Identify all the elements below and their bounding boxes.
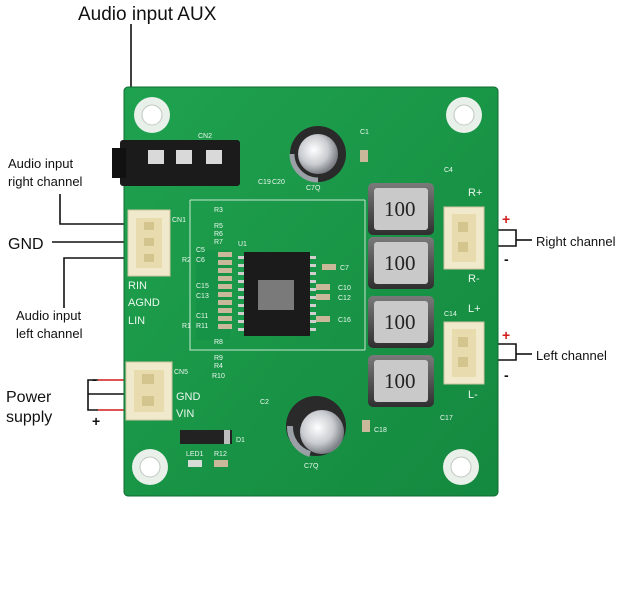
silk-r5: R5 bbox=[214, 223, 223, 230]
silk-c11: C11 bbox=[196, 313, 208, 320]
silk-l-minus: L- bbox=[468, 389, 478, 401]
silk-r-plus: R+ bbox=[468, 187, 482, 199]
mounting-hole-bottom-right bbox=[443, 449, 479, 485]
callout-gnd: GND bbox=[8, 236, 44, 253]
inductor-1-value: 100 bbox=[384, 197, 416, 221]
callout-right-input-line2: right channel bbox=[8, 174, 83, 189]
inductor-2-value: 100 bbox=[384, 251, 416, 275]
silk-agnd: AGND bbox=[128, 297, 160, 309]
led-led1 bbox=[188, 460, 202, 467]
silk-c5: C5 bbox=[196, 247, 205, 254]
callout-right-input-line1: Audio input bbox=[8, 156, 73, 171]
inductor-3-value: 100 bbox=[384, 310, 416, 334]
silk-c20: C20 bbox=[272, 179, 285, 186]
left-plus-sign: + bbox=[502, 327, 510, 343]
chip-u1 bbox=[238, 252, 316, 336]
inductor-3: 100 bbox=[368, 296, 434, 348]
connector-right-speaker bbox=[443, 206, 485, 270]
silk-r6: R6 bbox=[214, 231, 223, 238]
callout-aux: Audio input AUX bbox=[78, 4, 217, 25]
silk-c7: C7 bbox=[340, 265, 349, 272]
silk-r12: R12 bbox=[214, 451, 227, 458]
silk-d1: D1 bbox=[236, 437, 245, 444]
silk-c16: C16 bbox=[338, 317, 351, 324]
diode-d1 bbox=[180, 430, 232, 444]
silk-c2: C2 bbox=[260, 399, 269, 406]
silk-c4: C4 bbox=[444, 167, 453, 174]
silk-c14: C14 bbox=[444, 311, 457, 318]
silk-c12: C12 bbox=[338, 295, 351, 302]
connector-cn1 bbox=[127, 209, 171, 277]
silk-cn5: CN5 bbox=[174, 369, 188, 376]
smd-resistor-column bbox=[218, 252, 232, 329]
mounting-hole-top-left bbox=[134, 97, 170, 133]
inductor-1: 100 bbox=[368, 183, 434, 235]
right-plus-sign: + bbox=[502, 211, 510, 227]
silk-c15: C15 bbox=[196, 283, 209, 290]
silk-r4: R4 bbox=[214, 363, 223, 370]
smd-caps-right bbox=[316, 264, 336, 322]
callout-right-channel: Right channel bbox=[536, 234, 616, 249]
silk-c13: C13 bbox=[196, 293, 209, 300]
silk-r1: R1 bbox=[182, 323, 191, 330]
silk-r10: R10 bbox=[212, 373, 225, 380]
callout-power-line2: supply bbox=[6, 409, 52, 426]
silk-vin: VIN bbox=[176, 408, 194, 420]
silk-led1: LED1 bbox=[186, 451, 204, 458]
silk-lin: LIN bbox=[128, 315, 145, 327]
connector-cn5-power bbox=[125, 361, 173, 421]
cap-marking-bottom: C7Q bbox=[304, 463, 319, 470]
silk-r-minus: R- bbox=[468, 273, 480, 285]
capacitor-bottom bbox=[286, 396, 346, 457]
smd-c1 bbox=[360, 150, 368, 162]
silk-c17: C17 bbox=[440, 415, 453, 422]
smd-c18 bbox=[362, 420, 370, 432]
silk-r2: R2 bbox=[182, 257, 191, 264]
right-minus-sign: - bbox=[504, 251, 509, 267]
callout-left-input-line1: Audio input bbox=[16, 308, 81, 323]
resistor-r12 bbox=[214, 460, 228, 467]
callout-power-line1: Power bbox=[6, 389, 52, 406]
cap-marking-top: C7Q bbox=[306, 185, 321, 192]
power-minus-sign: - bbox=[92, 371, 97, 387]
silk-c18: C18 bbox=[374, 427, 387, 434]
silk-u1: U1 bbox=[238, 241, 247, 248]
silk-c10: C10 bbox=[338, 285, 351, 292]
silk-c1: C1 bbox=[360, 129, 369, 136]
silk-r7: R7 bbox=[214, 239, 223, 246]
board-outline-silk bbox=[189, 199, 366, 351]
left-minus-sign: - bbox=[504, 367, 509, 383]
inductor-4: 100 bbox=[368, 355, 434, 407]
silk-r11: R11 bbox=[196, 323, 208, 330]
silk-c6: C6 bbox=[196, 257, 205, 264]
silk-gnd: GND bbox=[176, 391, 201, 403]
connector-left-speaker bbox=[443, 321, 485, 385]
silk-r8: R8 bbox=[214, 339, 223, 346]
power-plus-sign: + bbox=[92, 413, 100, 429]
silk-l-plus: L+ bbox=[468, 303, 481, 315]
inductor-2: 100 bbox=[368, 237, 434, 289]
aux-jack bbox=[112, 140, 240, 186]
inductor-4-value: 100 bbox=[384, 369, 416, 393]
silk-r9: R9 bbox=[214, 355, 223, 362]
mounting-hole-top-right bbox=[446, 97, 482, 133]
silk-cn1: CN1 bbox=[172, 217, 186, 224]
callout-left-input-line2: left channel bbox=[16, 326, 83, 341]
mounting-hole-bottom-left bbox=[132, 449, 168, 485]
callout-left-channel: Left channel bbox=[536, 348, 607, 363]
silk-r3: R3 bbox=[214, 207, 223, 214]
silk-rin: RIN bbox=[128, 280, 147, 292]
silk-c19: C19 bbox=[258, 179, 271, 186]
capacitor-top bbox=[289, 126, 346, 183]
silk-cn2: CN2 bbox=[198, 133, 212, 140]
